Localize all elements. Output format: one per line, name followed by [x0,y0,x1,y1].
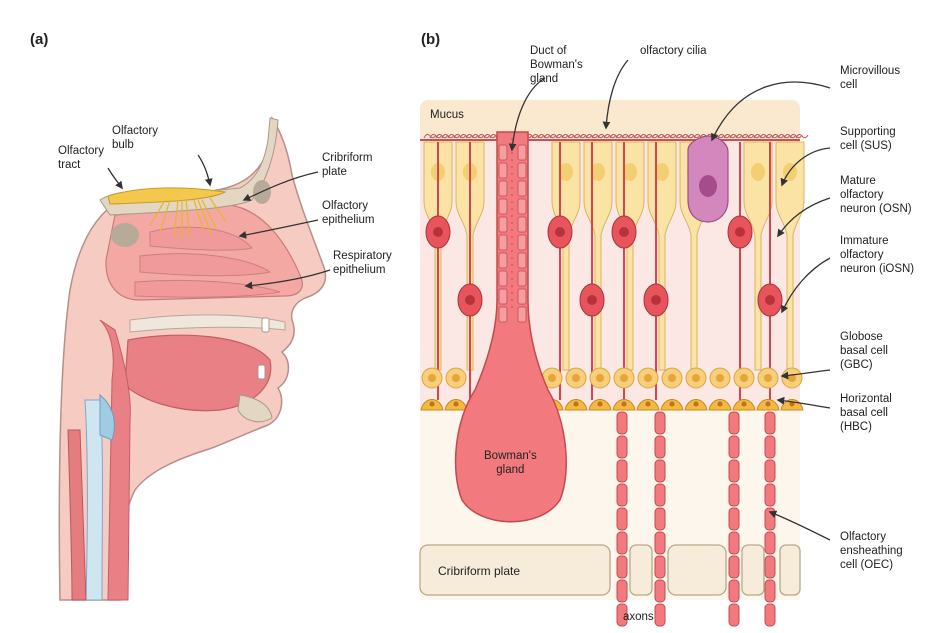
label-cilia: olfactory cilia [640,45,707,57]
label-sus: Supporting cell (SUS) [840,126,896,152]
label-hbc: Horizontal basal cell (HBC) [840,393,892,433]
label-gbc: Globose basal cell (GBC) [840,331,888,371]
arrow-microvillous [711,81,831,142]
label-olfactory-epithelium: Olfactory epithelium [322,200,375,226]
palate [129,314,286,333]
panel-a-arrows [107,154,331,290]
sagittal-head [58,115,327,601]
panel-b-arrows [508,59,831,541]
trachea [67,429,87,601]
label-duct: Duct of Bowman's gland [530,45,583,85]
arrow-sus [780,147,831,187]
arrow-olfactory-tract [107,167,123,190]
panel-b-label: (b) [421,31,441,48]
nasal-cavity [105,204,303,301]
arrow-olfactory-epithelium [238,219,319,239]
mucus-layer [420,100,800,136]
epiglottis [99,393,115,441]
label-cribriform: Cribriform plate [438,564,521,578]
arrow-cilia [602,59,629,130]
cribriform-plate-bone [419,544,801,596]
label-oec: Olfactory ensheathing cell (OEC) [840,531,903,571]
sinus [111,223,139,247]
label-osn: Mature olfactory neuron (OSN) [840,175,912,215]
label-bowmans-gland: Bowman's gland [484,450,537,476]
arrow-osn [777,197,831,238]
label-iosn: Immature olfactory neuron (iOSN) [840,235,915,275]
arrow-gbc [780,369,831,380]
turbinate-middle [139,253,272,277]
panel-a-label: (a) [30,31,49,48]
epithelium-diagram [419,100,809,627]
jaw-bone [237,394,273,423]
olfactory-bulb [107,187,227,205]
label-respiratory-epithelium: Respiratory epithelium [333,250,392,276]
tooth-upper [261,317,270,333]
pharynx [99,319,131,601]
tongue [124,334,272,412]
microvillous-cell [687,135,729,223]
turbinate-lower [134,279,281,298]
arrow-cribriform [242,171,319,201]
label-axons: axons [623,611,654,623]
basal-cells [420,367,804,411]
airway [84,399,103,601]
arrow-duct [508,77,546,152]
label-olfactory-tract: Olfactory tract [58,145,105,171]
arrow-respiratory-epithelium [244,269,331,290]
label-olfactory-bulb: Olfactory bulb [112,125,159,151]
label-microvillous: Microvillous cell [840,65,901,91]
label-cribriform-plate: Cribriform plate [322,152,373,178]
tooth-lower [257,364,266,380]
cilia-band [420,133,809,141]
arrow-olfactory-bulb [197,154,213,187]
arrow-oec [768,510,831,541]
arrow-hbc [776,396,831,409]
olfactory-fibers [149,197,227,240]
arrow-iosn [781,257,831,314]
axons [616,411,776,627]
bowmans-gland-duct [454,131,567,523]
label-mucus: Mucus [430,109,464,121]
